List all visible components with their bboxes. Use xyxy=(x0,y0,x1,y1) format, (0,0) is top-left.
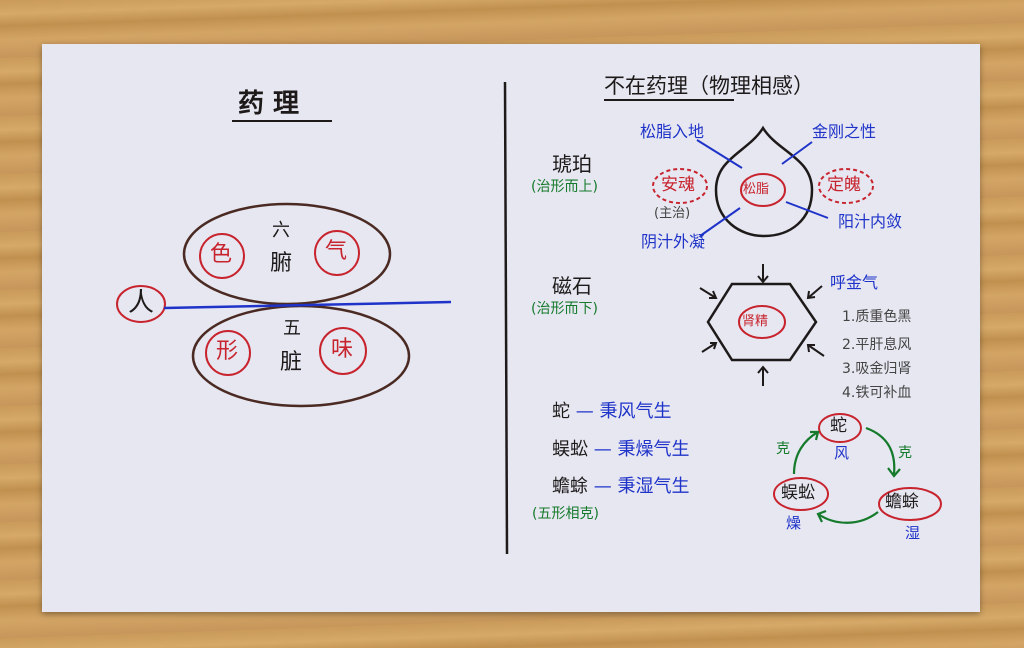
creature-line: 蜈蚣 — 秉燥气生 xyxy=(552,441,689,459)
magnet-center-label: 肾精 xyxy=(742,314,769,329)
cycle-toad: 蟾蜍 xyxy=(885,492,919,512)
amber-label-bl: 阴汁外凝 xyxy=(641,232,706,251)
person-label: 人 xyxy=(128,288,155,318)
anhun-circle xyxy=(652,168,708,204)
magnet-list-item: 2.平肝息风 xyxy=(842,337,912,353)
cycle-ke-left: 克 xyxy=(776,441,790,457)
cycle-centipede-sub: 燥 xyxy=(786,514,802,532)
snake-circle xyxy=(818,413,862,443)
amber-center-circle xyxy=(740,173,786,207)
wei-circle xyxy=(319,327,367,375)
creature-dash: — xyxy=(570,401,600,422)
cycle-snake: 蛇 xyxy=(830,416,847,436)
amber-droplet xyxy=(714,125,814,238)
magnet-note: (治形而下) xyxy=(531,301,598,317)
creature-line: 蛇 — 秉风气生 xyxy=(552,403,671,421)
person-axis-line xyxy=(163,300,452,310)
xing-circle xyxy=(205,330,251,376)
magnet-hexagon xyxy=(706,282,818,362)
lower-top-label: 五 xyxy=(283,318,301,339)
lower-mid-label: 脏 xyxy=(280,350,303,375)
creature-rest: 秉风气生 xyxy=(599,401,672,422)
se-circle xyxy=(199,233,245,279)
cycle-centipede: 蜈蚣 xyxy=(781,483,815,503)
amber-label-tr: 金刚之性 xyxy=(812,122,877,141)
upper-organ-oval xyxy=(182,202,392,306)
upper-top-label: 六 xyxy=(272,220,290,241)
amber-center-label: 松脂 xyxy=(743,182,770,197)
upper-mid-label: 腑 xyxy=(270,251,293,276)
creatures-note: (五形相克) xyxy=(532,506,599,522)
centipede-circle xyxy=(773,477,829,511)
creature-name: 蟾蜍 xyxy=(552,476,588,497)
upper-left-label: 色 xyxy=(210,242,233,267)
magnet-hu-label: 呼金气 xyxy=(830,273,879,292)
creature-name: 蛇 xyxy=(552,401,570,422)
creature-rest: 秉燥气生 xyxy=(617,439,690,460)
lower-right-label: 味 xyxy=(331,337,354,362)
person-circle xyxy=(116,285,166,323)
magnet-name: 磁石 xyxy=(552,274,592,298)
creature-name: 蜈蚣 xyxy=(552,439,588,460)
center-divider xyxy=(503,81,509,555)
creature-dash: — xyxy=(588,476,618,497)
anhun-label: 安魂 xyxy=(661,175,695,195)
upper-right-label: 气 xyxy=(325,239,348,264)
toad-circle xyxy=(878,487,942,521)
creature-line: 蟾蜍 — 秉湿气生 xyxy=(552,478,689,496)
magnet-list-item: 4.铁可补血 xyxy=(842,385,912,401)
amber-note: (治形而上) xyxy=(531,179,598,195)
amber-label-br: 阳汁内敛 xyxy=(838,212,903,231)
cycle-ke-right: 克 xyxy=(898,445,912,461)
creature-dash: — xyxy=(588,439,618,460)
magnet-list-item: 1.质重色黑 xyxy=(842,309,912,325)
dingpo-circle xyxy=(818,168,874,204)
left-title: 药 理 xyxy=(238,89,300,119)
creature-rest: 秉湿气生 xyxy=(617,476,690,497)
amber-label-tl: 松脂入地 xyxy=(640,122,705,141)
magnet-list-item: 3.吸金归肾 xyxy=(842,361,912,377)
anhun-sub: (主治) xyxy=(654,206,691,221)
right-title: 不在药理（物理相感） xyxy=(604,74,814,98)
amber-name: 琥珀 xyxy=(552,152,592,176)
cycle-toad-sub: 湿 xyxy=(905,524,921,542)
cycle-snake-sub: 风 xyxy=(834,444,850,462)
dingpo-label: 定魄 xyxy=(827,175,861,195)
magnet-center-circle xyxy=(738,305,786,339)
qi-circle xyxy=(314,230,360,276)
lower-left-label: 形 xyxy=(216,339,239,364)
